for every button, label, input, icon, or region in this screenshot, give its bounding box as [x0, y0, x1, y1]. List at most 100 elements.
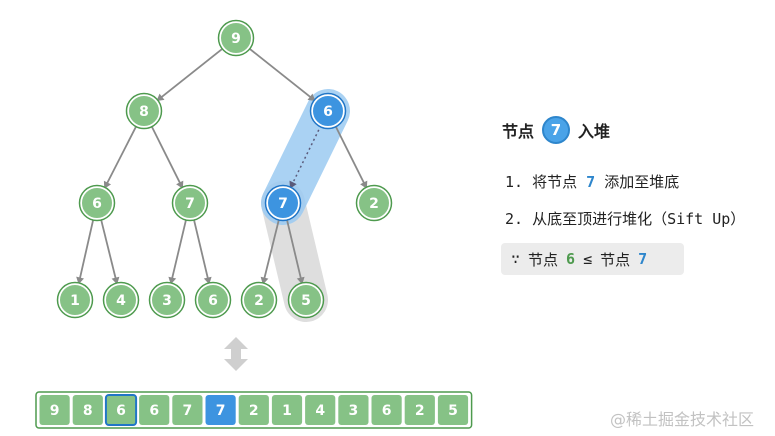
edge-arrowhead [360, 180, 368, 189]
tree-node: 6 [309, 92, 347, 130]
step-1-node-value: 7 [586, 173, 596, 191]
array-cell-box [72, 395, 103, 425]
tree-node-ring [125, 92, 163, 130]
tree-edge [289, 125, 322, 189]
tree-node: 1 [56, 281, 94, 319]
array-cell: 7 [172, 395, 203, 425]
tree-node: 6 [78, 184, 116, 222]
array-cell: 6 [104, 394, 138, 426]
tree-node-circle [173, 186, 207, 220]
tree-node: 2 [240, 281, 278, 319]
array-cell: 7 [205, 395, 236, 425]
array-cell-value: 7 [183, 403, 193, 419]
tree-node: 2 [355, 184, 393, 222]
tree-edge [77, 218, 95, 284]
array-cell-value: 7 [216, 403, 226, 419]
tree-node-circle [127, 94, 161, 128]
tree-edge [99, 218, 118, 284]
array-cell-box [271, 395, 303, 425]
array-cell-box [238, 395, 269, 425]
array-cell-box [139, 395, 170, 425]
edge-arrowhead [307, 93, 316, 102]
tree-node: 7 [171, 184, 209, 222]
tree-node-circle [58, 283, 92, 317]
array-cell-box [104, 394, 138, 426]
tree-node-ring [56, 281, 94, 319]
array-cell-value: 3 [349, 403, 359, 419]
array-cell-value: 9 [50, 403, 60, 419]
panel-title: 节点 7 入堆 [502, 114, 610, 146]
condition-right-value: 7 [638, 250, 648, 268]
tree-node: 4 [102, 281, 140, 319]
condition-left-value: 6 [566, 250, 576, 268]
panel-title-node-badge: 7 [542, 116, 571, 144]
tree-edge [170, 218, 188, 284]
panel-title-prefix: 节点 [502, 122, 535, 141]
tree-edge [247, 47, 316, 102]
array-cell-value: 2 [415, 403, 425, 419]
array-cell-box [437, 395, 469, 425]
tree-node: 6 [194, 281, 232, 319]
tree-node-circle [289, 283, 323, 317]
edge-arrowhead [103, 180, 112, 189]
tree-node-value: 6 [208, 293, 218, 309]
tree-edge [262, 218, 281, 284]
tree-node-circle [104, 283, 138, 317]
tree-node-ring [287, 281, 325, 319]
tree-node-circle [311, 94, 345, 128]
condition-left-label: 节点 [528, 250, 559, 269]
tree-edge [156, 47, 225, 102]
tree-node-ring [309, 92, 347, 130]
watermark: @稀土掘金技术社区 [610, 410, 755, 429]
array-cell: 6 [139, 395, 170, 425]
tree-node-ring [78, 184, 116, 222]
array-cell-value: 1 [282, 403, 292, 419]
condition-right-label: 节点 [600, 250, 631, 269]
edge-arrowhead [289, 180, 297, 189]
condition-box: ∵ 节点 6 ≤ 节点 7 [501, 243, 684, 275]
tree-node-ring [240, 281, 278, 319]
tree-node-value: 4 [116, 293, 126, 309]
array-cell: 2 [238, 395, 269, 425]
step-1-text-a: 将节点 [532, 173, 578, 191]
tree-node-ring [264, 184, 302, 222]
array-cell-box [172, 395, 203, 425]
tree-node-circle [219, 21, 253, 55]
up-down-arrow-shape [224, 337, 248, 371]
array-cell-box [305, 395, 336, 425]
array-cell: 3 [338, 395, 369, 425]
array-cell: 2 [404, 395, 435, 425]
tree-node-value: 1 [70, 293, 80, 309]
tree-node-ring [217, 19, 255, 57]
tree-node-ring [171, 184, 209, 222]
tree-node: 3 [148, 281, 186, 319]
tree-node-value: 5 [301, 293, 311, 309]
tree-node-value: 3 [162, 293, 172, 309]
array-cell: 5 [437, 395, 469, 425]
edge-arrowhead [156, 93, 165, 102]
tree-node: 8 [125, 92, 163, 130]
tree-edge [150, 124, 184, 189]
tree-node-ring [148, 281, 186, 319]
array-cell: 8 [72, 395, 103, 425]
tree-node-circle [196, 283, 230, 317]
tree-node: 7 [264, 184, 302, 222]
tree-node-circle [266, 186, 300, 220]
tree-node-circle [357, 186, 391, 220]
tree-node-circle [150, 283, 184, 317]
tree-node-circle [80, 186, 114, 220]
array-cell: 4 [305, 395, 336, 425]
array-cell-value: 2 [249, 403, 259, 419]
tree-node-value: 8 [139, 104, 149, 120]
tree-node-value: 7 [278, 196, 288, 212]
tree-node-value: 7 [185, 196, 195, 212]
tree-node-ring [194, 281, 232, 319]
tree-node: 9 [217, 19, 255, 57]
tree-node-ring [355, 184, 393, 222]
step-1-number: 1. [505, 173, 524, 191]
tree-nodes: 9 8 6 6 7 7 2 1 4 3 6 2 5 [56, 19, 393, 319]
tree-node-value: 6 [92, 196, 102, 212]
tree-node-circle [242, 283, 276, 317]
condition-operator: ≤ [583, 250, 593, 268]
array-cell: 6 [371, 395, 402, 425]
